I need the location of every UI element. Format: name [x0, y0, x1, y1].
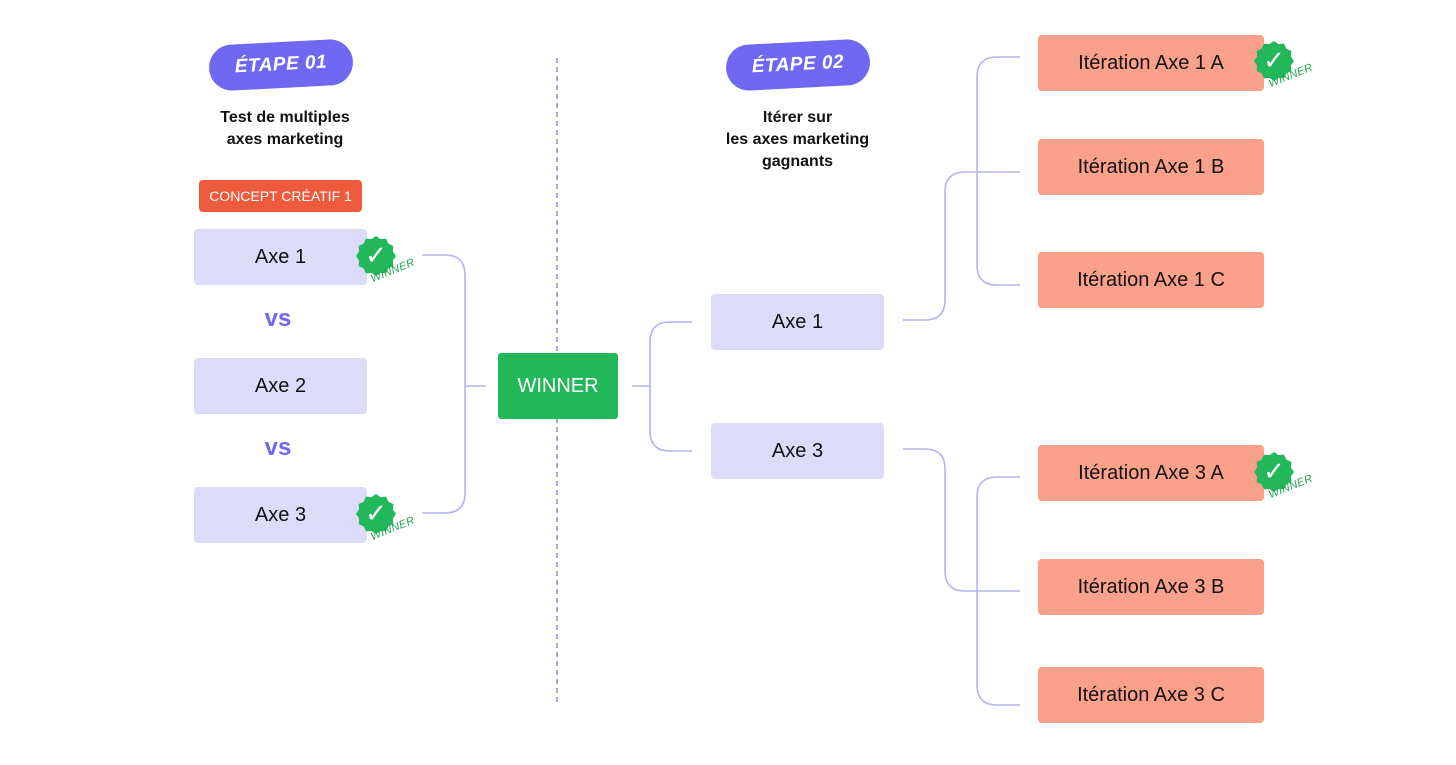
- iteration-axe1-b: Itération Axe 1 B: [1038, 139, 1264, 195]
- check-icon: ✓: [365, 241, 387, 271]
- seal-shape: [1254, 452, 1294, 492]
- iteration-axe3-c: Itération Axe 3 C: [1038, 667, 1264, 723]
- check-icon: ✓: [1263, 457, 1285, 487]
- stage1-axe-3: Axe 3: [194, 487, 367, 543]
- connector-axe1-iterations: [903, 171, 1020, 321]
- stage1-axe-1: Axe 1: [194, 229, 367, 285]
- winner-badge-iteration-axe1-a: ✓ WINNER: [1253, 41, 1319, 107]
- iteration-axe3-b: Itération Axe 3 B: [1038, 559, 1264, 615]
- connector-axe1-winner: [422, 254, 466, 514]
- stage1-axe-2: Axe 2: [194, 358, 367, 414]
- stage-1-subtitle: Test de multiples axes marketing: [220, 109, 350, 148]
- seal-shape: [1254, 41, 1294, 81]
- check-icon: ✓: [1263, 46, 1285, 76]
- connector-iter3-rail: [976, 476, 1020, 706]
- seal-icon: [356, 494, 396, 534]
- winner-box: WINNER: [498, 353, 618, 419]
- check-icon: ✓: [365, 499, 387, 529]
- connector-axe3-iterations: [903, 448, 1020, 592]
- connector-iter1-rail: [976, 56, 1020, 286]
- seal-shape: [356, 236, 396, 276]
- concept-badge: CONCEPT CRÉATIF 1: [199, 180, 362, 212]
- winner-badge-stage1-axe3: ✓ WINNER: [355, 494, 421, 560]
- seal-shape: [356, 494, 396, 534]
- iteration-axe1-a: Itération Axe 1 A: [1038, 35, 1264, 91]
- seal-icon: [356, 236, 396, 276]
- stage-2-subtitle: Itérer sur les axes marketing gagnants: [725, 109, 870, 170]
- iteration-axe1-c: Itération Axe 1 C: [1038, 252, 1264, 308]
- stage2-axe-1: Axe 1: [711, 294, 884, 350]
- vs-label-2: vs: [264, 434, 292, 461]
- stage2-axe-3: Axe 3: [711, 423, 884, 479]
- stage-2-pill: ÉTAPE 02: [724, 38, 872, 92]
- connector-stage2-axe1: [649, 321, 692, 452]
- stage-1-pill: ÉTAPE 01: [207, 38, 355, 92]
- vs-label-1: vs: [264, 305, 292, 332]
- iteration-axe3-a: Itération Axe 3 A: [1038, 445, 1264, 501]
- winner-badge-iteration-axe3-a: ✓ WINNER: [1253, 452, 1319, 518]
- winner-badge-stage1-axe1: ✓ WINNER: [355, 236, 421, 302]
- seal-icon: [1254, 452, 1294, 492]
- seal-icon: [1254, 41, 1294, 81]
